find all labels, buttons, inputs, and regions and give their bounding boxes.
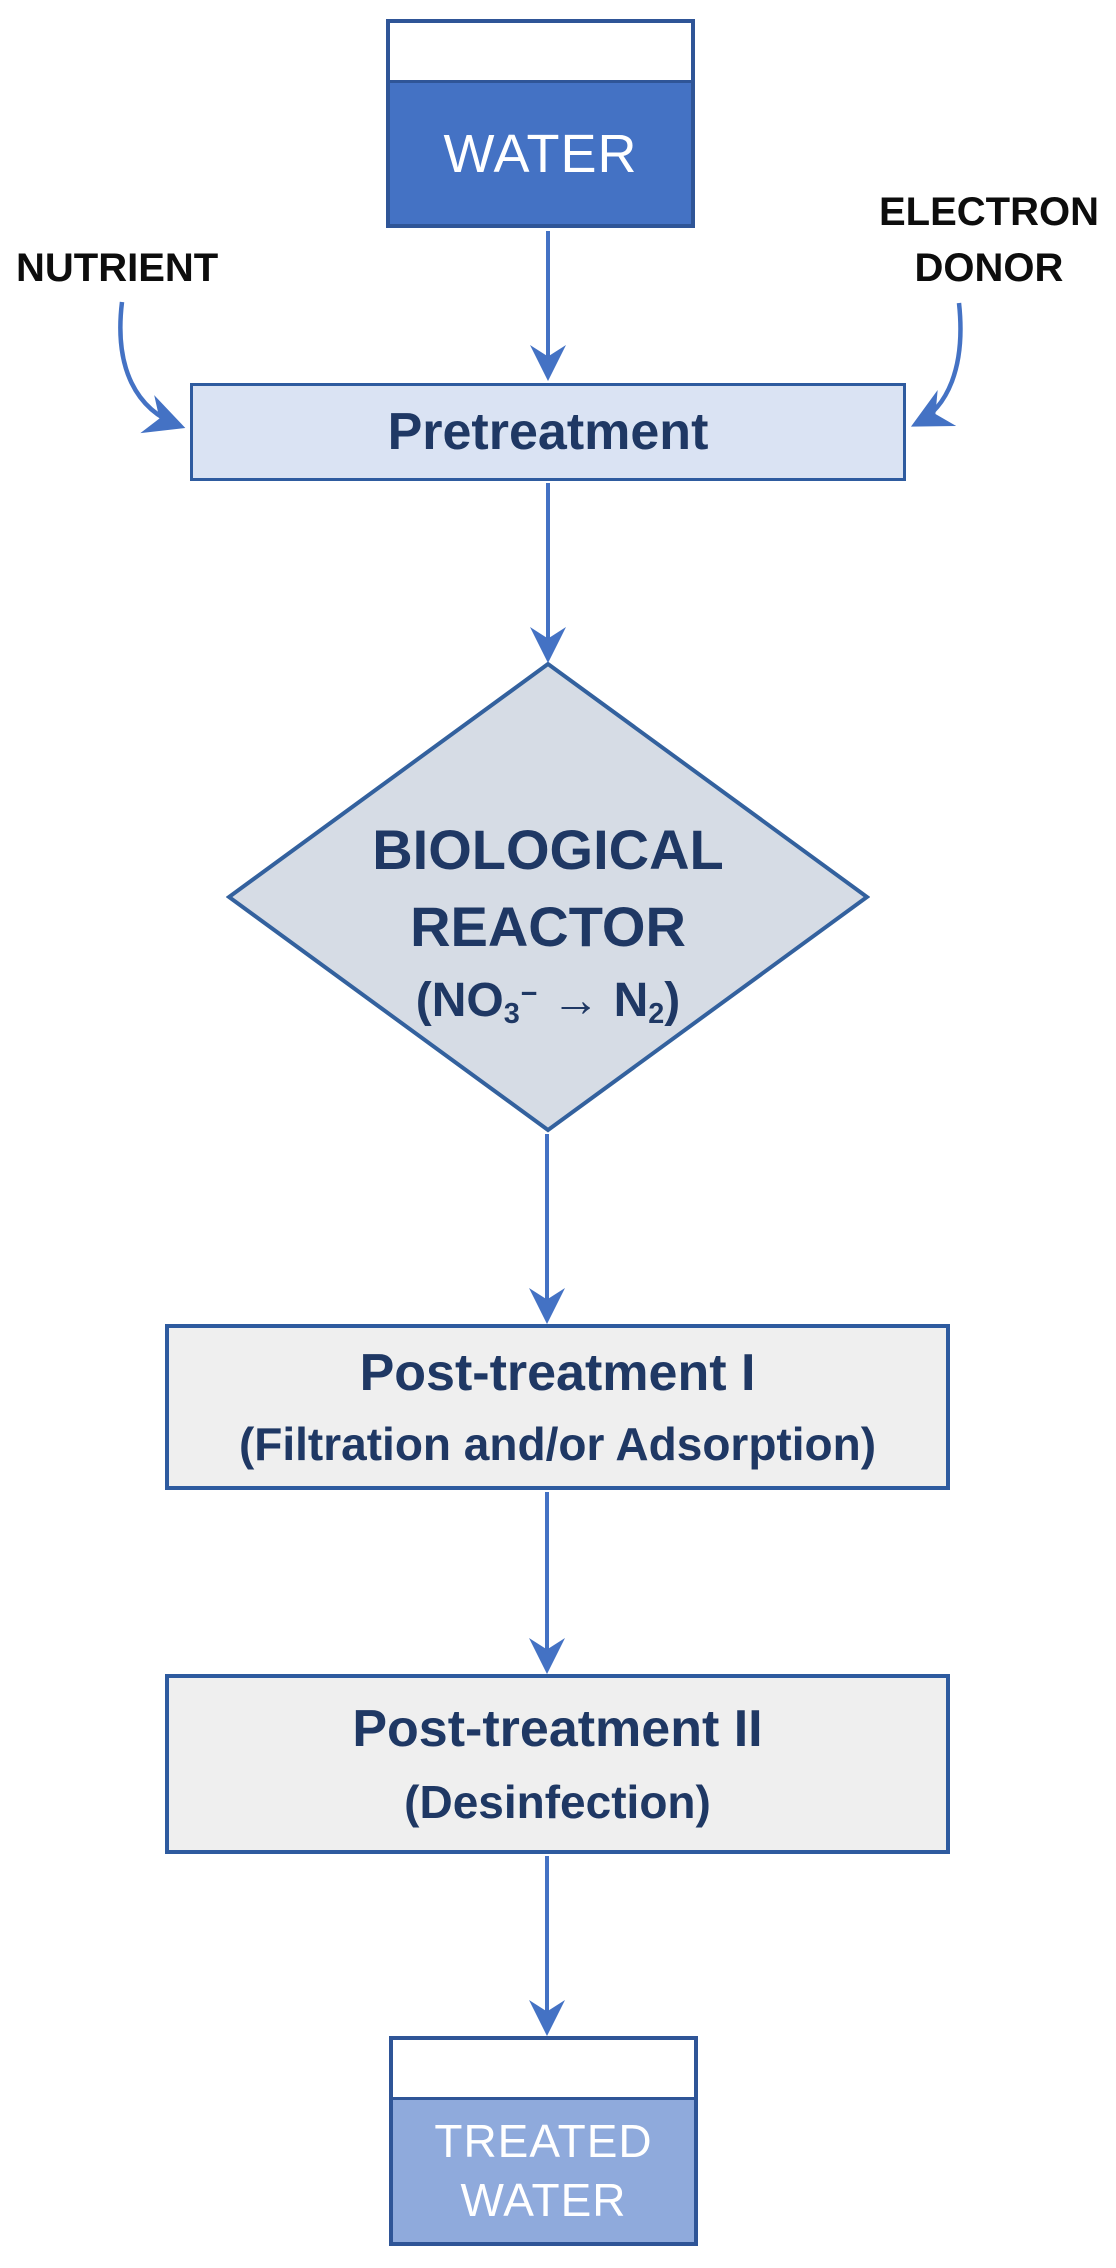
arrow-electron-donor-to-pretreatment	[910, 302, 963, 427]
post-treatment-2-title: Post-treatment II	[352, 1700, 763, 1758]
electron-donor-line2: DONOR	[914, 246, 1064, 290]
formula-superscript-minus: −	[520, 978, 538, 1011]
treated-water-label-line1: TREATED	[434, 2115, 653, 2168]
formula-subscript-3: 3	[503, 998, 520, 1031]
reactor-title-line2: REACTOR	[410, 894, 686, 958]
water-headspace-band	[390, 23, 691, 83]
post-treatment-2-subtitle: (Desinfection)	[404, 1776, 711, 1828]
electron-donor-label: ELECTRON DONOR	[872, 184, 1106, 296]
reactor-title-line1: BIOLOGICAL	[372, 817, 724, 881]
nutrient-label: NUTRIENT	[16, 246, 219, 290]
formula-n: N	[613, 974, 649, 1028]
formula-open: (NO	[415, 974, 504, 1028]
formula-subscript-2: 2	[648, 998, 665, 1031]
treated-water-label-line2: WATER	[460, 2174, 627, 2226]
arrow-nutrient-to-pretreatment	[118, 301, 186, 434]
biological-reactor-diamond: BIOLOGICAL REACTOR (NO3−→N2)	[226, 661, 870, 1133]
electron-donor-line1: ELECTRON	[879, 190, 1099, 234]
water-source-box: WATER	[386, 19, 695, 228]
treated-water-box: TREATED WATER	[389, 2036, 698, 2246]
formula-close: )	[664, 974, 681, 1028]
treated-water-fill-area: TREATED WATER	[393, 2100, 694, 2242]
formula-reaction-arrow: →	[551, 974, 600, 1028]
post-treatment-2-box: Post-treatment II (Desinfection)	[165, 1674, 950, 1854]
post-treatment-1-title: Post-treatment I	[359, 1344, 756, 1402]
reactor-text-block: BIOLOGICAL REACTOR (NO3−→N2)	[226, 685, 870, 1157]
post-treatment-1-box: Post-treatment I (Filtration and/or Adso…	[165, 1324, 950, 1490]
post-treatment-1-subtitle: (Filtration and/or Adsorption)	[238, 1418, 877, 1470]
diamond-shape-svg	[226, 661, 870, 1133]
pretreatment-label: Pretreatment	[387, 403, 709, 461]
diamond-polygon	[226, 661, 870, 1133]
pretreatment-box: Pretreatment	[190, 383, 906, 481]
reactor-formula: (NO3−→N2)	[416, 973, 681, 1031]
water-label: WATER	[443, 123, 638, 184]
water-fill-area: WATER	[390, 83, 691, 224]
treated-water-headspace-band	[393, 2040, 694, 2100]
